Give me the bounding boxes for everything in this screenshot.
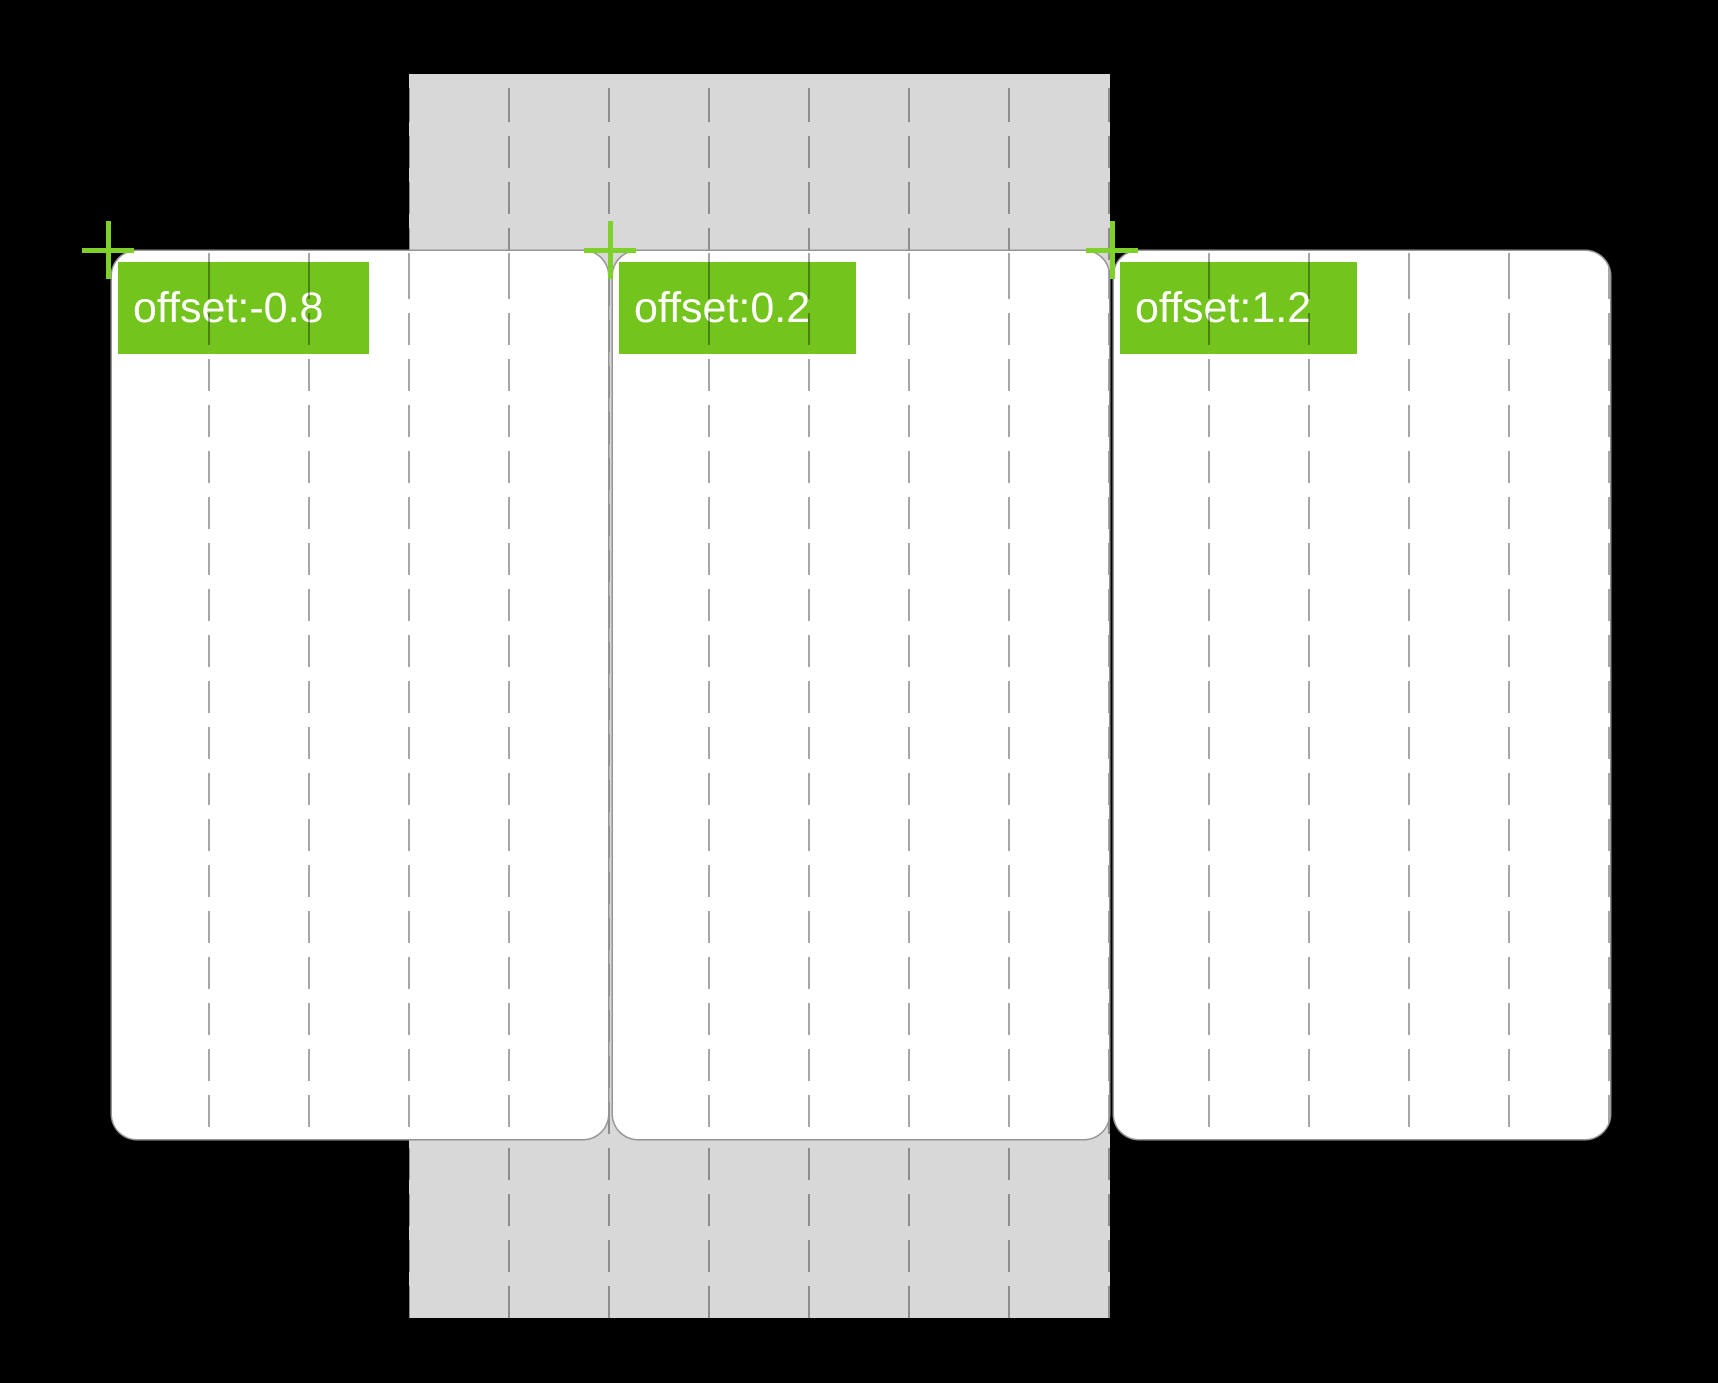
dash-line [1108,251,1109,1139]
page-card-2[interactable]: offset:0.2 [613,251,1109,1139]
offset-badge-3: offset:1.2 [1120,262,1358,354]
dash-line [508,251,510,1139]
dash-line [308,251,310,1139]
dash-line [208,251,210,1139]
dash-line [1608,251,1610,1139]
page-card-3[interactable]: offset:1.2 [1114,251,1610,1139]
dash-line [1508,251,1510,1139]
dash-line [1008,251,1010,1139]
dash-line [1208,251,1210,1139]
dash-line [708,251,710,1139]
page-card-1[interactable]: offset:-0.8 [112,251,608,1139]
dash-line [608,74,610,1318]
dash-line [1308,251,1310,1139]
offset-badge-2: offset:0.2 [619,262,857,354]
dash-line [1408,251,1410,1139]
dash-line [408,251,410,1139]
dash-line [908,251,910,1139]
dash-line [808,251,810,1139]
offset-badge-1: offset:-0.8 [118,262,370,354]
